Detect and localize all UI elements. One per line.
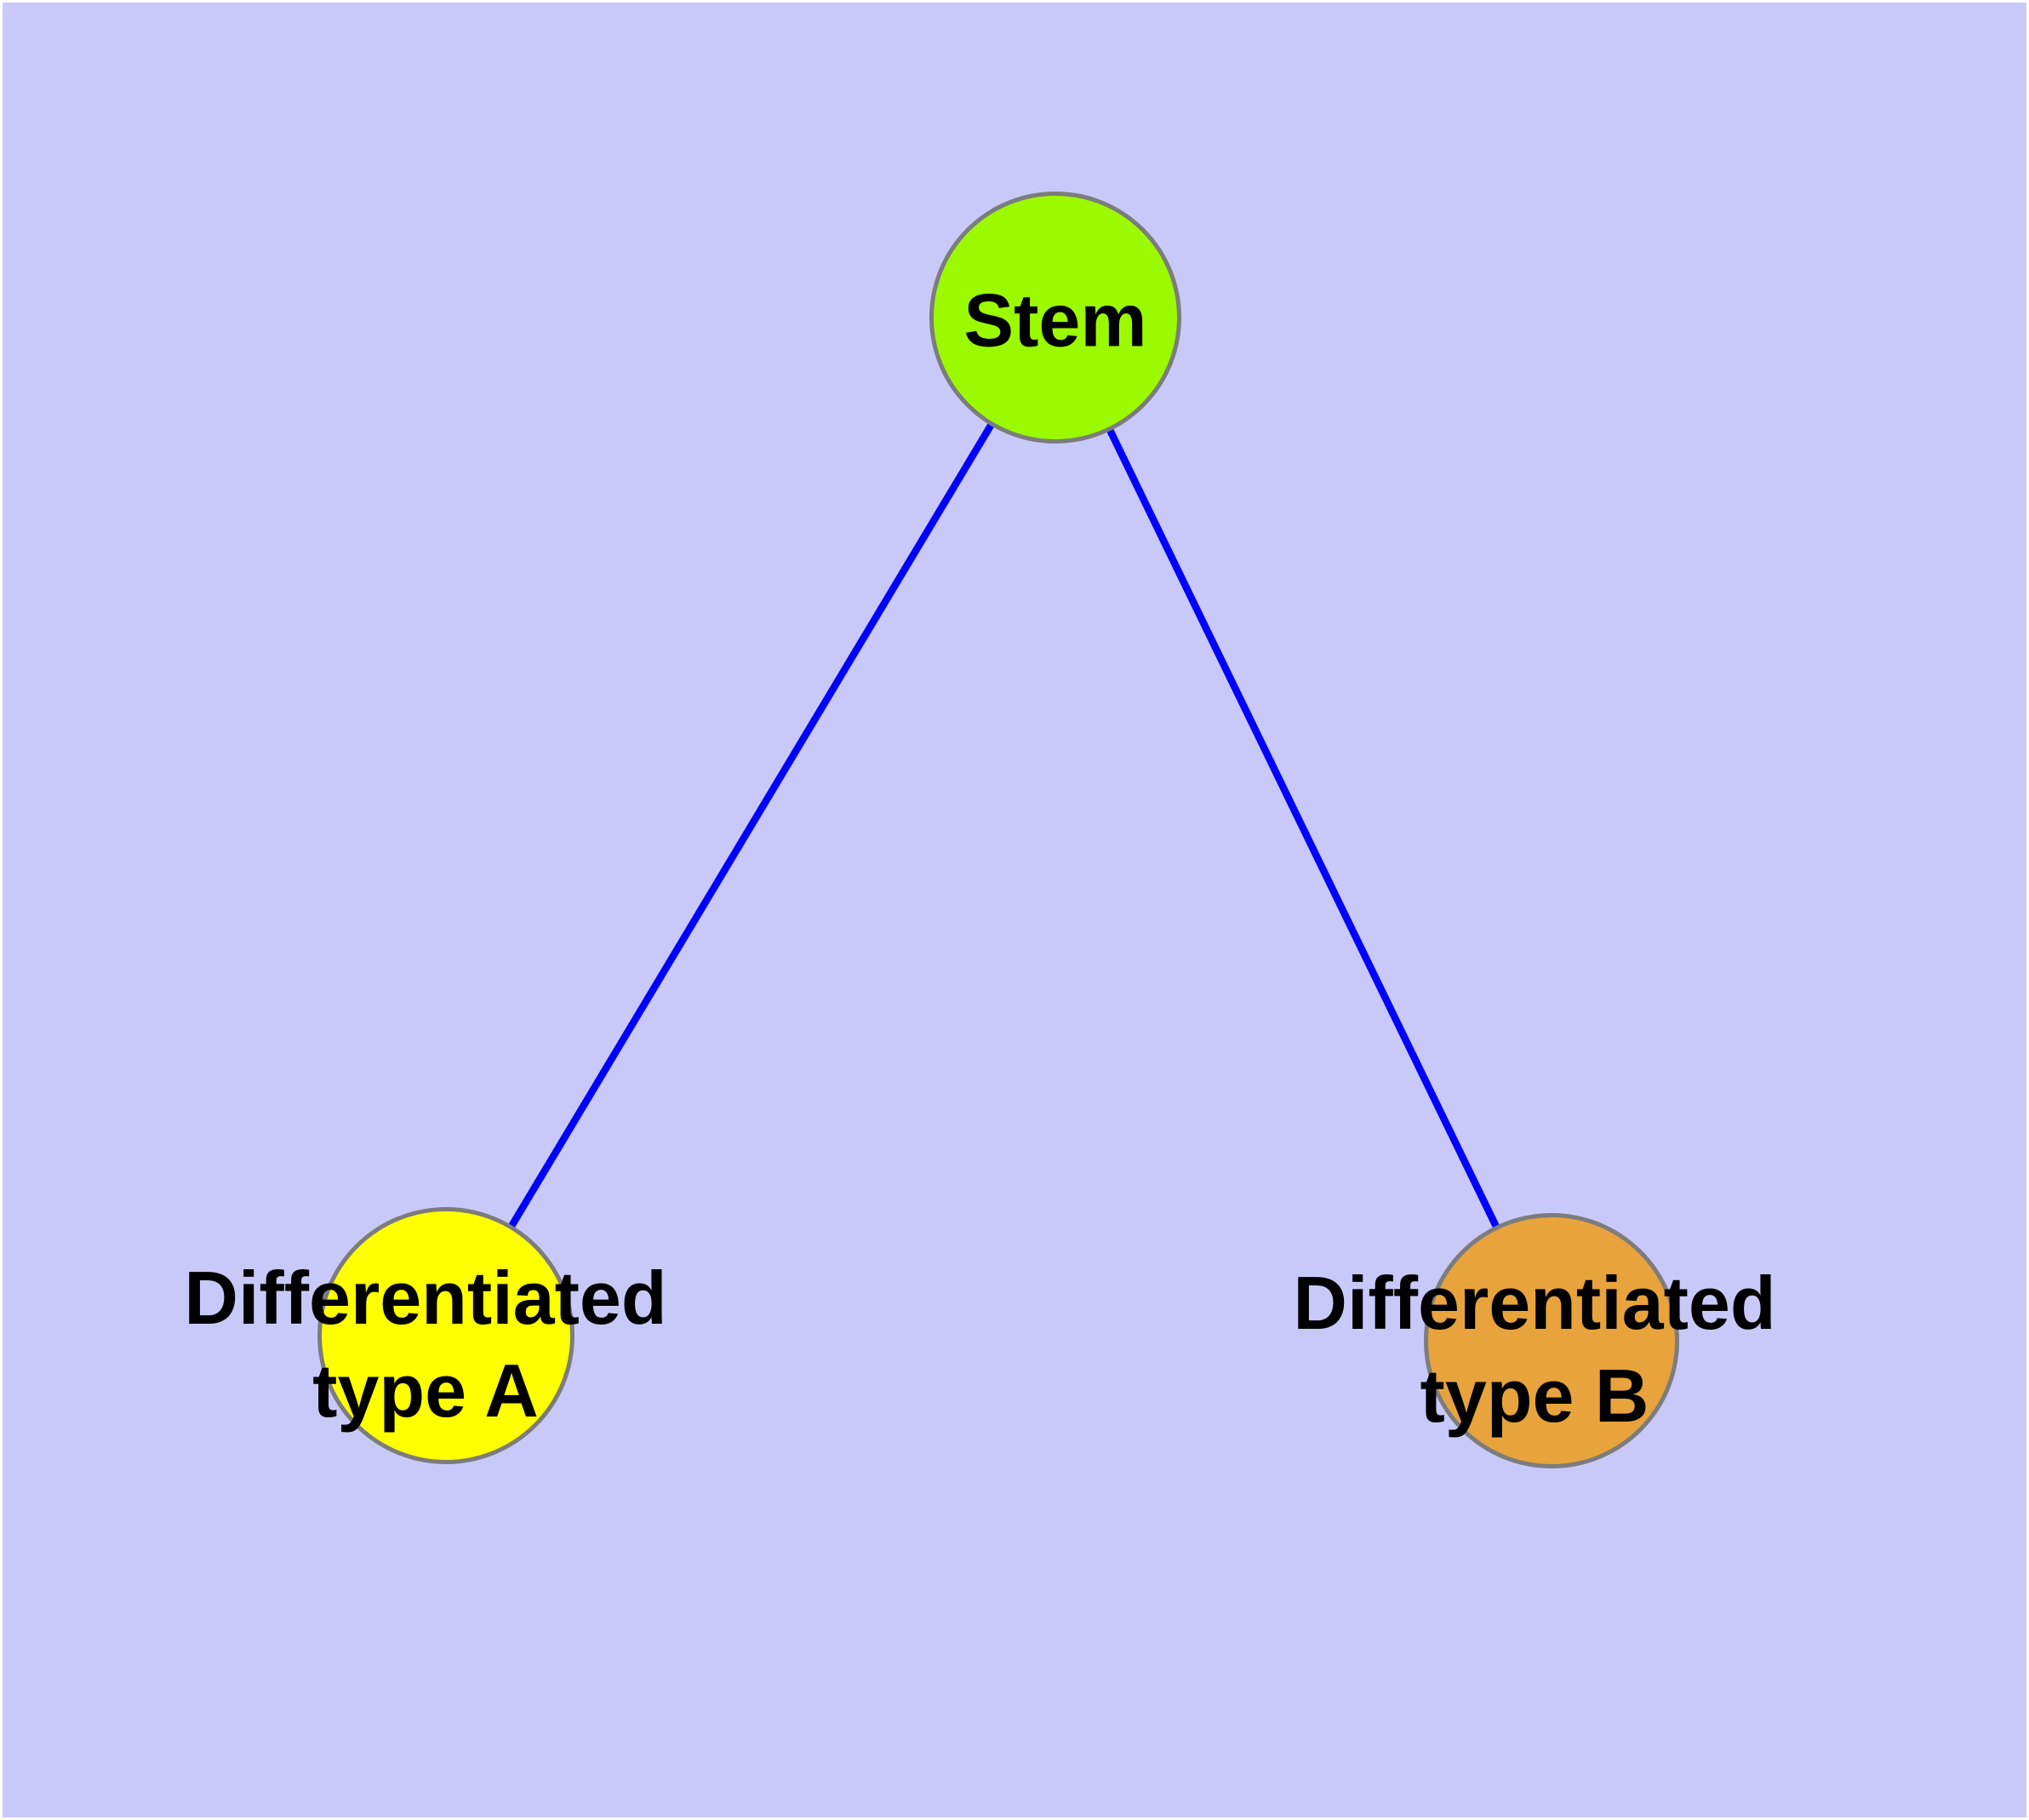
edge-layer: [443, 315, 1555, 1342]
label-line: Differentiated: [1293, 1261, 1776, 1345]
label-line: type B: [1420, 1354, 1649, 1438]
label-line: Stem: [963, 278, 1147, 363]
node-label-differentiated-type-b: Differentiated type B: [1293, 1256, 1775, 1442]
label-line: type A: [312, 1348, 539, 1433]
edge-stem-to-differentiated-type-b: [1052, 316, 1555, 1342]
node-differentiated-type-a: [317, 1207, 574, 1464]
node-differentiated-type-b: [1424, 1213, 1679, 1468]
label-line: Differentiated: [184, 1256, 667, 1340]
edge-stem-to-differentiated-type-a: [443, 315, 1059, 1338]
node-label-differentiated-type-a: Differentiated type A: [184, 1251, 666, 1437]
node-label-stem: Stem: [963, 274, 1146, 367]
node-stem: [929, 192, 1181, 444]
